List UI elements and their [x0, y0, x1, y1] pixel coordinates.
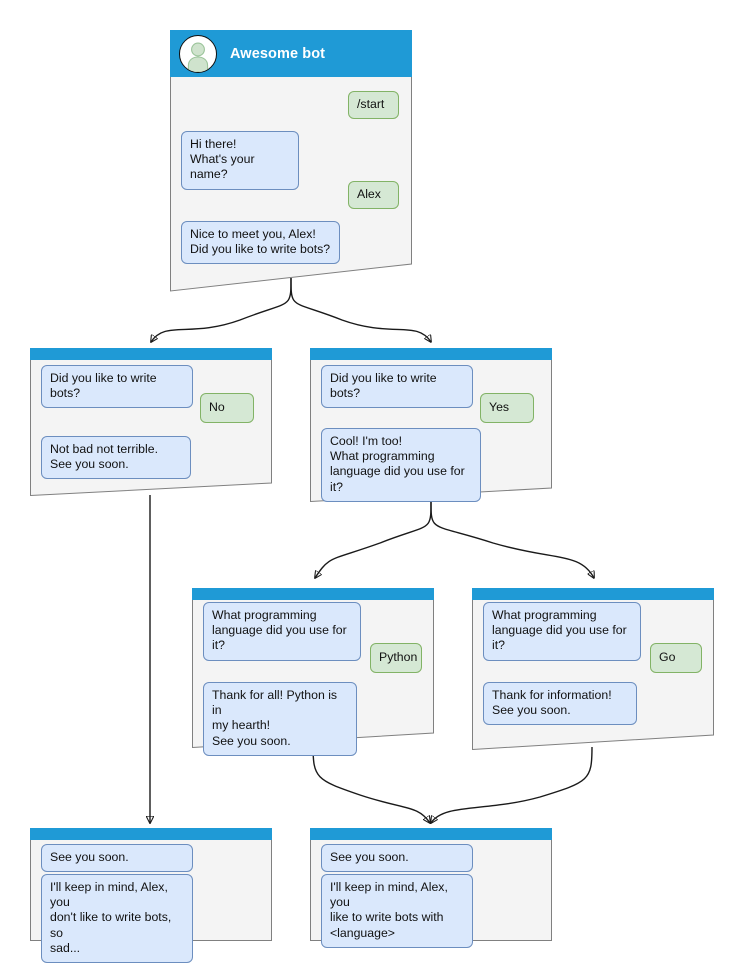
edge-yes-to-go: [430, 500, 594, 578]
message-bubble-user: Go: [650, 643, 702, 673]
message-bubble-bot: See you soon.: [321, 844, 473, 873]
message-bubble-bot: I'll keep in mind, Alex, you don't like …: [41, 874, 193, 964]
message-bubble-bot: Nice to meet you, Alex! Did you like to …: [181, 221, 340, 265]
message-bubble-bot: See you soon.: [41, 844, 193, 873]
card-end-sad[interactable]: See you soon. I'll keep in mind, Alex, y…: [30, 828, 272, 964]
message-bubble-bot: Thank for information! See you soon.: [483, 682, 637, 726]
message-bubble-bot: Did you like to write bots?: [41, 365, 193, 409]
card-titlebar: [310, 828, 552, 840]
card-root[interactable]: Awesome bot /start Hi there! What's your…: [170, 30, 412, 292]
message-bubble-bot: Cool! I'm too! What programming language…: [321, 428, 481, 502]
message-bubble-user: Python: [370, 643, 422, 673]
card-titlebar: [192, 588, 434, 600]
edge-go-to-end-happy: [431, 746, 593, 823]
message-bubble-user: No: [200, 393, 254, 423]
edge-yes-to-python: [315, 500, 432, 578]
message-bubble-bot: What programming language did you use fo…: [483, 602, 641, 661]
bot-name-label: Awesome bot: [230, 45, 326, 62]
card-yes-branch[interactable]: Did you like to write bots? Yes Cool! I'…: [310, 348, 552, 502]
message-bubble-bot: I'll keep in mind, Alex, you like to wri…: [321, 874, 473, 948]
card-titlebar: [30, 828, 272, 840]
card-no-branch[interactable]: Did you like to write bots? No Not bad n…: [30, 348, 272, 496]
message-bubble-user: Yes: [480, 393, 534, 423]
card-titlebar: [310, 348, 552, 360]
person-avatar-icon: [179, 34, 217, 73]
message-bubble-bot: What programming language did you use fo…: [203, 602, 361, 661]
card-python-branch[interactable]: What programming language did you use fo…: [192, 588, 434, 756]
message-bubble-bot: Thank for all! Python is in my hearth! S…: [203, 682, 357, 756]
message-bubble-bot: Did you like to write bots?: [321, 365, 473, 409]
message-bubble-user: Alex: [348, 181, 399, 210]
card-root-titlebar: Awesome bot: [170, 30, 412, 77]
card-titlebar: [472, 588, 714, 600]
card-go-branch[interactable]: What programming language did you use fo…: [472, 588, 714, 750]
card-titlebar: [30, 348, 272, 360]
edge-python-to-end-happy: [312, 744, 430, 823]
message-bubble-bot: Hi there! What's your name?: [181, 131, 299, 190]
card-end-happy[interactable]: See you soon. I'll keep in mind, Alex, y…: [310, 828, 552, 948]
message-bubble-bot: Not bad not terrible. See you soon.: [41, 436, 191, 480]
message-bubble-user: /start: [348, 91, 399, 120]
